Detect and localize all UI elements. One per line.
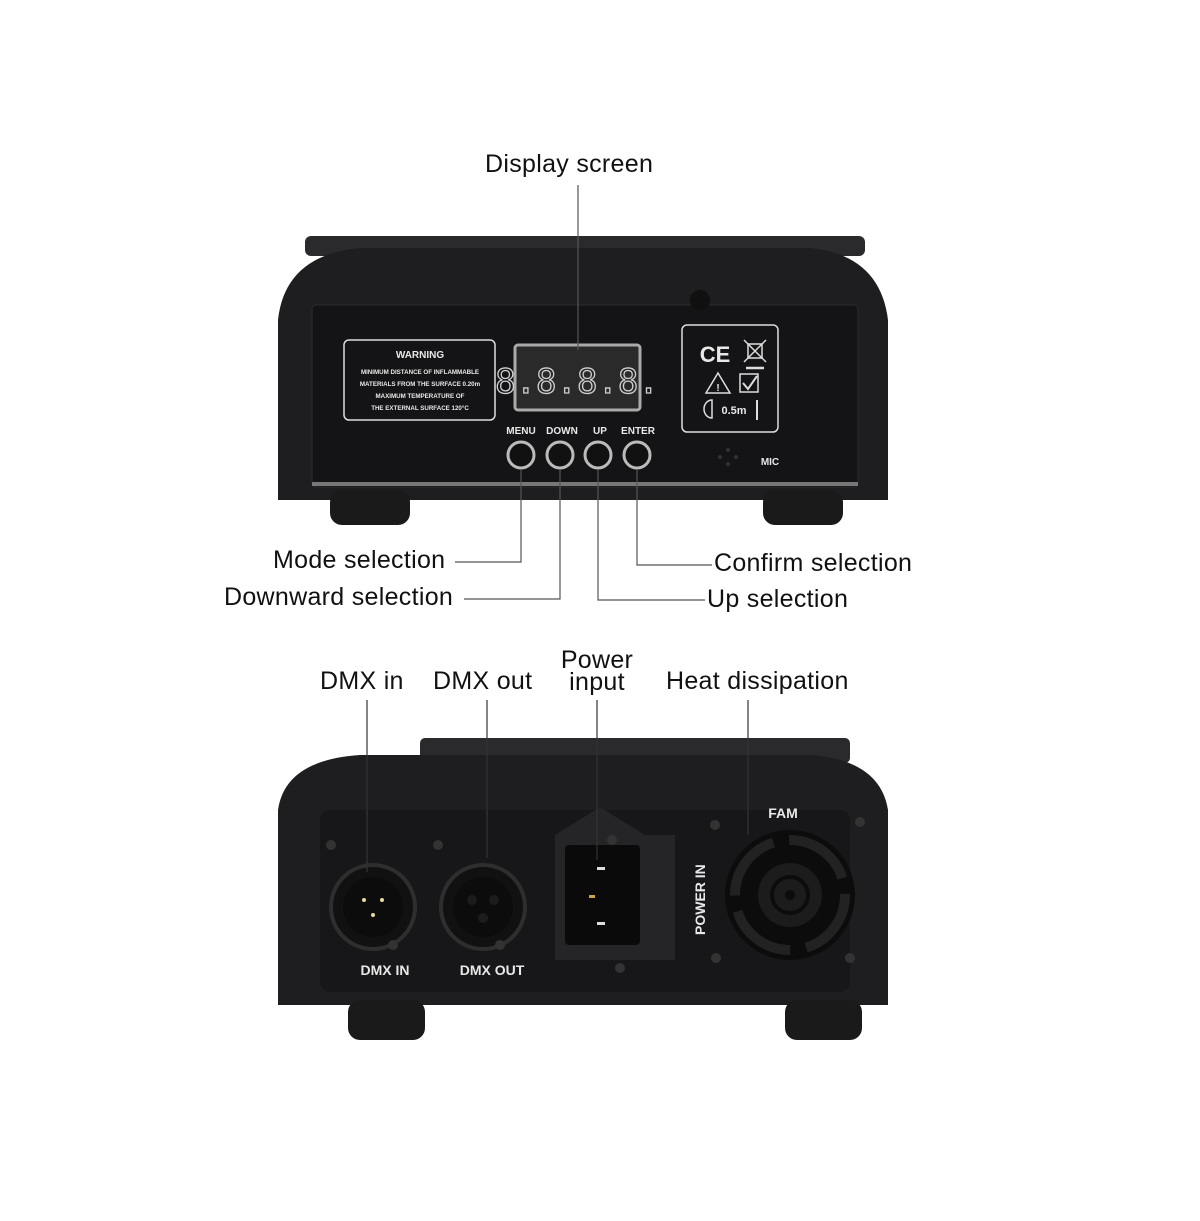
- dmx-out-connector[interactable]: [439, 863, 527, 951]
- svg-text:MAXIMUM TEMPERATURE OF: MAXIMUM TEMPERATURE OF: [376, 393, 465, 400]
- dmx-in-callout: DMX in: [320, 667, 404, 695]
- check-box-icon: [739, 373, 759, 393]
- dmx-out-callout: DMX out: [433, 667, 533, 695]
- rear-right-foot: [785, 1000, 862, 1040]
- power-in-label: POWER IN: [692, 864, 708, 935]
- warning-triangle-icon: !: [704, 371, 732, 394]
- warning-label: WARNING MINIMUM DISTANCE OF INFLAMMABLE …: [343, 339, 496, 421]
- display-screen-callout: Display screen: [485, 150, 654, 178]
- downward-selection-callout: Downward selection: [224, 583, 454, 611]
- svg-text:MINIMUM DISTANCE OF INFLAMMABL: MINIMUM DISTANCE OF INFLAMMABLE: [361, 369, 479, 376]
- up-button-label: UP: [593, 426, 607, 437]
- rear-callout-lines: [366, 700, 749, 872]
- fan-grille-icon: [725, 830, 855, 960]
- menu-button[interactable]: [506, 440, 536, 470]
- rear-left-foot: [348, 1000, 425, 1040]
- power-inlet[interactable]: [555, 807, 675, 960]
- screw-icons: [326, 817, 865, 973]
- weee-bin-icon: [743, 339, 767, 370]
- dmx-in-label: DMX IN: [361, 962, 410, 978]
- ce-mark: CE: [700, 342, 731, 367]
- svg-text:0.5m: 0.5m: [721, 405, 746, 417]
- mic-icon: [718, 448, 738, 466]
- power-input-callout-line2: input: [569, 668, 625, 696]
- confirm-selection-callout: Confirm selection: [714, 549, 913, 577]
- front-right-foot: [763, 490, 843, 525]
- down-button[interactable]: [545, 440, 575, 470]
- down-button-label: DOWN: [546, 426, 578, 437]
- svg-text:MATERIALS FROM THE SURFACE 0.2: MATERIALS FROM THE SURFACE 0.20m: [360, 381, 481, 388]
- lamp-icon: [703, 399, 713, 419]
- certification-marks: CE ! 0.5m: [681, 324, 779, 433]
- enter-button-label: ENTER: [621, 426, 656, 437]
- mic-label: MIC: [761, 457, 779, 468]
- front-callout-lines: [455, 185, 712, 601]
- menu-button-label: MENU: [506, 426, 535, 437]
- svg-text:THE EXTERNAL SURFACE 120°C: THE EXTERNAL SURFACE 120°C: [371, 405, 469, 412]
- rear-device: DMX IN DMX OUT POWER IN FAM: [278, 738, 888, 1040]
- svg-text:8.8.8.8.: 8.8.8.8.: [495, 362, 659, 402]
- dmx-out-label: DMX OUT: [460, 962, 525, 978]
- dmx-in-connector[interactable]: [329, 863, 417, 951]
- fan-label: FAM: [768, 805, 798, 821]
- power-input-callout-line1: Power: [560, 646, 634, 674]
- svg-text:WARNING: WARNING: [396, 350, 445, 361]
- mode-selection-callout: Mode selection: [273, 546, 446, 574]
- svg-text:!: !: [716, 383, 719, 394]
- front-device: WARNING MINIMUM DISTANCE OF INFLAMMABLE …: [278, 236, 888, 525]
- up-button[interactable]: [583, 440, 613, 470]
- up-selection-callout: Up selection: [707, 585, 849, 613]
- heat-dissipation-callout: Heat dissipation: [666, 667, 849, 695]
- led-display: 8.8.8.8.: [494, 343, 660, 412]
- power-input-callout: Power input: [558, 646, 636, 696]
- enter-button[interactable]: [622, 440, 652, 470]
- front-left-foot: [330, 490, 410, 525]
